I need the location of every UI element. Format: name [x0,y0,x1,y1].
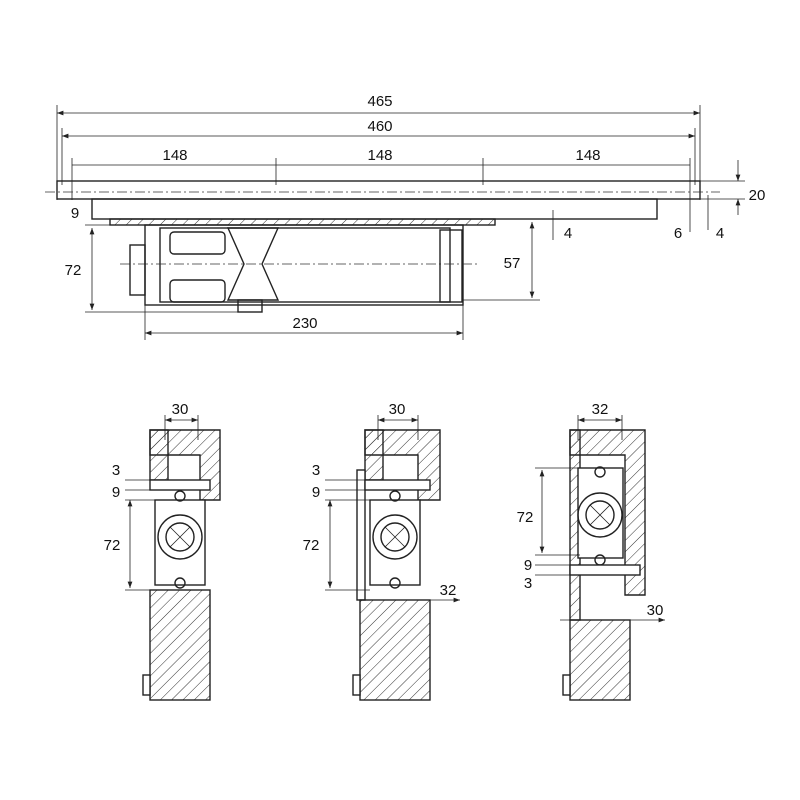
section3-offset: 30 [647,602,664,619]
rail-body [91,198,658,220]
dim-overall-length: 465 [367,93,392,110]
dim-body-height: 57 [504,255,521,272]
cam-mechanism [226,227,280,301]
dim-body-depth: 72 [65,262,82,279]
section1-gap-a: 3 [112,462,120,479]
section-view-2: 30 3 9 72 32 [303,401,460,701]
section2-offset: 32 [440,582,457,599]
dim-left-offset: 9 [71,205,79,222]
dim-rail-height: 20 [749,187,766,204]
top-view: 465 460 148 148 148 20 9 4 6 4 72 57 230 [45,93,765,340]
dim-body-length: 230 [292,315,317,332]
dim-rail-length: 460 [367,118,392,135]
section-view-3: 32 72 9 3 30 [517,401,665,701]
section1-width: 30 [172,401,189,418]
section3-gap-b: 9 [524,557,532,574]
section1-gap-b: 9 [112,484,120,501]
section3-width: 32 [592,401,609,418]
dim-plate-thickness: 4 [564,225,572,242]
section2-gap-b: 9 [312,484,320,501]
section2-width: 30 [389,401,406,418]
section1-depth: 72 [104,537,121,554]
dim-spacing-1: 148 [162,147,187,164]
closer-body [144,224,464,306]
section2-depth: 72 [303,537,320,554]
section3-gap-a: 3 [524,575,532,592]
section3-depth: 72 [517,509,534,526]
section-view-1: 30 3 9 72 [104,401,221,701]
dim-spacing-2: 148 [367,147,392,164]
dim-end-gap: 6 [674,225,682,242]
dim-end-thickness: 4 [716,225,724,242]
section2-gap-a: 3 [312,462,320,479]
dim-spacing-3: 148 [575,147,600,164]
rail-profile [56,180,701,200]
